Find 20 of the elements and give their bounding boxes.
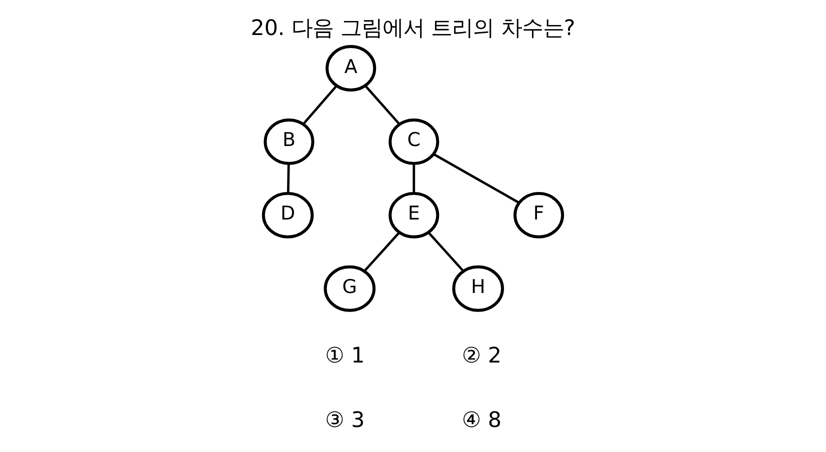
- node-circle: A: [326, 45, 376, 92]
- node-ellipse: D: [262, 192, 314, 238]
- label: ④ 8: [462, 408, 502, 433]
- connector: [302, 85, 338, 125]
- diagram-title: 20. 다음 그림에서 트리의 차수는?: [250, 16, 576, 41]
- connector: [433, 153, 520, 204]
- node-circle: E: [388, 192, 440, 238]
- node-circle: C: [388, 118, 440, 165]
- label: ① 1: [325, 344, 365, 369]
- node-circle: B: [264, 118, 314, 165]
- node-ellipse: G: [324, 265, 376, 312]
- label: ② 2: [462, 344, 502, 369]
- node-ellipse: H: [452, 265, 504, 312]
- connector: [412, 164, 416, 193]
- label: ③ 3: [325, 408, 365, 433]
- node-circle: F: [514, 192, 564, 238]
- connector: [286, 164, 290, 193]
- connector: [428, 232, 464, 272]
- connector: [364, 232, 400, 272]
- connector: [364, 85, 400, 125]
